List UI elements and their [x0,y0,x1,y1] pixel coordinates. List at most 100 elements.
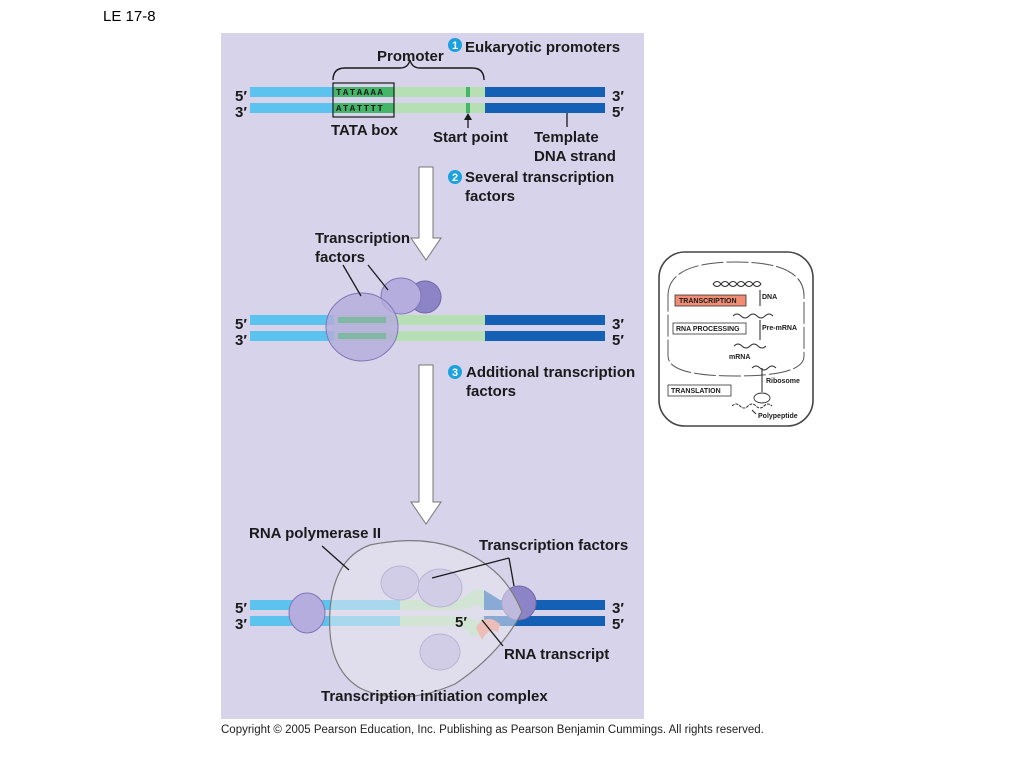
step2-end-bottom-right: 5′ [612,332,624,349]
tata-box-label: TATA box [331,122,399,139]
step3-top-left-strand [250,600,400,610]
step2-number: 2 [452,172,458,184]
step2-number-circle [448,170,462,184]
overview-rna-processing-label: RNA PROCESSING [676,326,740,333]
step3-number: 3 [452,367,458,379]
step2-top-left-strand [250,315,334,325]
step2-tf-label-line1: Transcription [315,230,410,247]
overview-mrna-cytoplasm [751,365,777,371]
step1-top-left-strand [250,87,334,97]
step2-tata-under-tf [338,317,386,339]
step2-title-line1: Several transcription [465,169,614,186]
copyright-notice: Copyright © 2005 Pearson Education, Inc.… [221,724,764,736]
step2-to-step3-arrow [410,364,442,525]
step1-group: 1 Eukaryotic promoters Promoter TATAAAA … [235,38,624,165]
step1-dna: TATAAAA ATATTTT [250,82,605,118]
step3-tf-pointer1 [431,557,510,579]
step1-to-step2-arrow [410,166,442,261]
tata-top-sequence: TATAAAA [336,88,384,98]
step1-top-right-strand [485,87,605,97]
step3-end-bottom-left: 3′ [235,616,247,633]
step1-end-top-right: 3′ [612,88,624,105]
overview-transcription-label: TRANSCRIPTION [679,298,737,305]
step2-group: 2 Several transcription factors Transcri… [235,169,624,362]
overview-pre-mrna-strand [732,313,774,319]
step1-title: Eukaryotic promoters [465,39,620,56]
tata-bottom-sequence: ATATTTT [336,104,384,114]
step3-tf-pointer2 [508,557,515,587]
step2-end-top-right: 3′ [612,316,624,333]
rna-polymerase-label: RNA polymerase II [249,525,381,542]
overview-transcription-box [674,294,747,307]
start-point-arrowhead [464,113,472,120]
overview-frame [658,251,814,427]
step3-end-top-left: 5′ [235,600,247,617]
overview-ribosome-shape [753,392,771,404]
step1-tata-top [334,87,394,97]
step3-number-circle [448,365,462,379]
step1-number-circle [448,38,462,52]
step1-promoter-bottom [394,103,485,113]
overview-mrna-label: mRNA [729,354,750,361]
overview-mrna-strand [733,343,767,349]
overview-translation-box [667,384,732,397]
overview-dna-label: DNA [762,294,777,301]
step1-end-top-left: 5′ [235,88,247,105]
step3-bottom-left-strand [250,616,400,626]
step1-tata-bottom [334,103,394,113]
step3-title-line1: Additional transcription [466,364,635,381]
overview-nucleus [667,261,805,377]
step1-promoter-top [394,87,485,97]
step2-end-bottom-left: 3′ [235,332,247,349]
step3-tf-label: Transcription factors [479,537,628,554]
overview-dna-helix-b [712,280,762,288]
overview-pre-mrna-label: Pre-mRNA [762,325,797,332]
tata-box-outline [332,82,395,118]
step1-end-bottom-left: 3′ [235,104,247,121]
template-label-line2: DNA strand [534,148,616,165]
step2-top-right-strand [485,315,605,325]
promoter-label: Promoter [377,48,444,65]
step2-tf-large [325,292,399,362]
polymerase-pointer [321,545,350,571]
initiation-complex-label: Transcription initiation complex [321,688,548,705]
rna-5prime-label: 5′ [455,614,467,631]
rna-polymerase-shape [328,540,523,698]
step3-group: 3 Additional transcription factors RNA p… [235,364,635,705]
overview-ribosome-label: Ribosome [766,378,800,385]
step2-promoter-top [334,315,485,325]
rna-transcript-label: RNA transcript [504,646,609,663]
overview-polypeptide-pointer [751,409,757,415]
template-label-line1: Template [534,129,599,146]
step3-end-bottom-right: 5′ [612,616,624,633]
overview-cell: DNA TRANSCRIPTION RNA PROCESSING Pre-mRN… [658,251,814,427]
step2-tf-label-line2: factors [315,249,365,266]
step1-bottom-right-strand [485,103,605,113]
overview-translation-label: TRANSLATION [671,388,721,395]
step2-promoter-bottom [334,331,485,341]
step1-number: 1 [452,40,458,52]
overview-polypeptide-chain [731,403,773,409]
step3-top-right-strand [500,600,605,610]
step3-tf-left [288,592,326,634]
slide-label: LE 17-8 [103,8,156,25]
overview-rna-processing-box [672,322,747,335]
rna-transcript-pointer [481,619,504,647]
step2-bottom-left-strand [250,331,334,341]
step1-bottom-left-strand [250,103,334,113]
step2-tf-pointer2 [367,264,389,291]
start-point-label: Start point [433,129,508,146]
step3-end-top-right: 3′ [612,600,624,617]
step3-bottom-right-strand [500,616,605,626]
overview-polypeptide-label: Polypeptide [758,413,798,420]
step2-tf-pointer1 [342,264,362,297]
step1-end-bottom-right: 5′ [612,104,624,121]
step2-title-line2: factors [465,188,515,205]
step2-tf-medium [380,277,422,315]
step1-start-bottom [466,103,470,113]
step1-start-top [466,87,470,97]
step2-dna [250,315,605,341]
step3-title-line2: factors [466,383,516,400]
promoter-bracket [332,59,485,81]
